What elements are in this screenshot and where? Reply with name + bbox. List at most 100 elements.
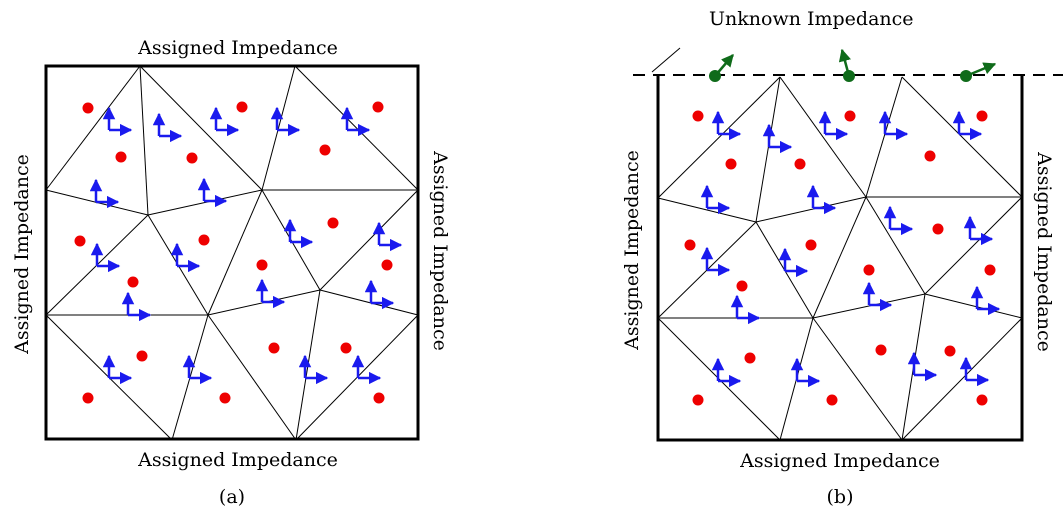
panel-b: Unknown Impedance Assigned Impedance Ass… <box>621 8 1063 508</box>
red-dot-icon <box>692 110 704 122</box>
local-axes-icon <box>209 106 240 137</box>
red-dot-icon <box>219 392 231 404</box>
local-axes-icon <box>790 357 821 388</box>
red-dot-icon <box>725 158 737 170</box>
mesh-b-edge <box>779 76 867 198</box>
local-axes-icon <box>283 218 314 249</box>
local-axes-icon <box>270 106 301 137</box>
red-dot-icon <box>744 352 756 364</box>
mesh-a-edge <box>207 189 263 316</box>
red-dot-icon <box>198 234 210 246</box>
red-dots-b <box>684 110 996 406</box>
local-axes-icon <box>700 246 731 277</box>
left-label-a: Assigned Impedance <box>11 154 33 355</box>
unknown-nodes-b <box>709 48 997 82</box>
red-dot-icon <box>186 152 198 164</box>
red-dot-icon <box>381 259 393 271</box>
red-dot-icon <box>373 392 385 404</box>
red-dot-icon <box>976 110 988 122</box>
mesh-b-edge <box>924 196 1023 295</box>
mesh-b <box>657 76 1023 441</box>
red-dot-icon <box>794 158 806 170</box>
red-dot-icon <box>115 151 127 163</box>
local-axes-icon <box>959 356 990 387</box>
local-axes-icon <box>970 285 1001 316</box>
local-axes-icon <box>340 106 371 137</box>
green-node-icon <box>709 54 734 82</box>
local-axes-icon <box>372 221 403 252</box>
red-dot-icon <box>875 344 887 356</box>
mesh-b-edge <box>657 197 757 223</box>
local-axes-icon <box>255 278 286 309</box>
local-frames-b <box>700 110 1001 388</box>
mesh-b-edge <box>901 317 1023 441</box>
mesh-b-edge <box>812 196 867 319</box>
mesh-b-edge <box>755 196 867 223</box>
local-axes-icon <box>152 112 183 143</box>
local-axes-icon <box>883 205 914 236</box>
green-node-icon <box>838 48 855 82</box>
mesh-a-edge <box>261 65 296 191</box>
right-label-a: Assigned Impedance <box>429 150 451 351</box>
bottom-label-a: Assigned Impedance <box>137 449 338 471</box>
local-axes-icon <box>952 110 983 141</box>
red-dot-icon <box>924 150 936 162</box>
mesh-b-edge <box>657 76 781 199</box>
mesh-a-edge <box>147 189 263 216</box>
local-axes-icon <box>730 294 761 325</box>
mesh-a-edge <box>295 289 321 441</box>
local-axes-icon <box>700 184 731 215</box>
green-node-icon <box>960 62 997 82</box>
red-dot-icon <box>236 101 248 113</box>
red-dot-icon <box>372 101 384 113</box>
red-dot-icon <box>844 110 856 122</box>
local-axes-icon <box>102 106 133 137</box>
red-dot-icon <box>82 392 94 404</box>
caption-a: (a) <box>219 486 245 508</box>
red-dot-icon <box>826 394 838 406</box>
local-frames-a <box>89 106 403 385</box>
local-axes-icon <box>351 354 382 385</box>
mesh-b-edge <box>755 76 781 223</box>
mesh-b-edge <box>812 317 903 441</box>
bottom-label-b: Assigned Impedance <box>739 450 940 472</box>
red-dot-icon <box>319 144 331 156</box>
local-axes-icon <box>963 215 994 246</box>
mesh-a-edge <box>207 314 297 441</box>
local-axes-icon <box>862 281 893 312</box>
red-dot-icon <box>268 342 280 354</box>
mesh-a-edge <box>139 65 149 216</box>
local-axes-icon <box>121 291 152 322</box>
local-axes-icon <box>102 354 133 385</box>
red-dot-icon <box>82 102 94 114</box>
red-dot-icon <box>692 394 704 406</box>
red-dot-icon <box>944 345 956 357</box>
red-dot-icon <box>932 223 944 235</box>
mesh-b-edge <box>924 293 1023 319</box>
local-axes-icon <box>170 242 201 273</box>
domain-boundary-b <box>656 76 1024 442</box>
local-axes-icon <box>806 184 837 215</box>
local-axes-icon <box>778 247 809 278</box>
local-axes-icon <box>878 110 909 141</box>
local-axes-icon <box>89 178 120 209</box>
panel-a: Assigned Impedance Assigned Impedance As… <box>11 37 451 508</box>
red-dot-icon <box>984 264 996 276</box>
caption-b: (b) <box>827 486 854 508</box>
mesh-a-edge <box>45 65 141 191</box>
red-dot-icon <box>736 280 748 292</box>
local-axes-icon <box>90 242 121 273</box>
red-dot-icon <box>136 350 148 362</box>
red-dot-icon <box>976 394 988 406</box>
red-dot-icon <box>805 239 817 251</box>
mesh-b-edge <box>865 76 903 198</box>
local-axes-icon <box>711 357 742 388</box>
local-axes-icon <box>907 351 938 382</box>
local-axes-icon <box>818 110 849 141</box>
red-dot-icon <box>127 276 139 288</box>
left-label-b: Assigned Impedance <box>621 150 643 351</box>
red-dots-a <box>74 101 393 404</box>
local-axes-icon <box>711 110 742 141</box>
red-dot-icon <box>340 342 352 354</box>
